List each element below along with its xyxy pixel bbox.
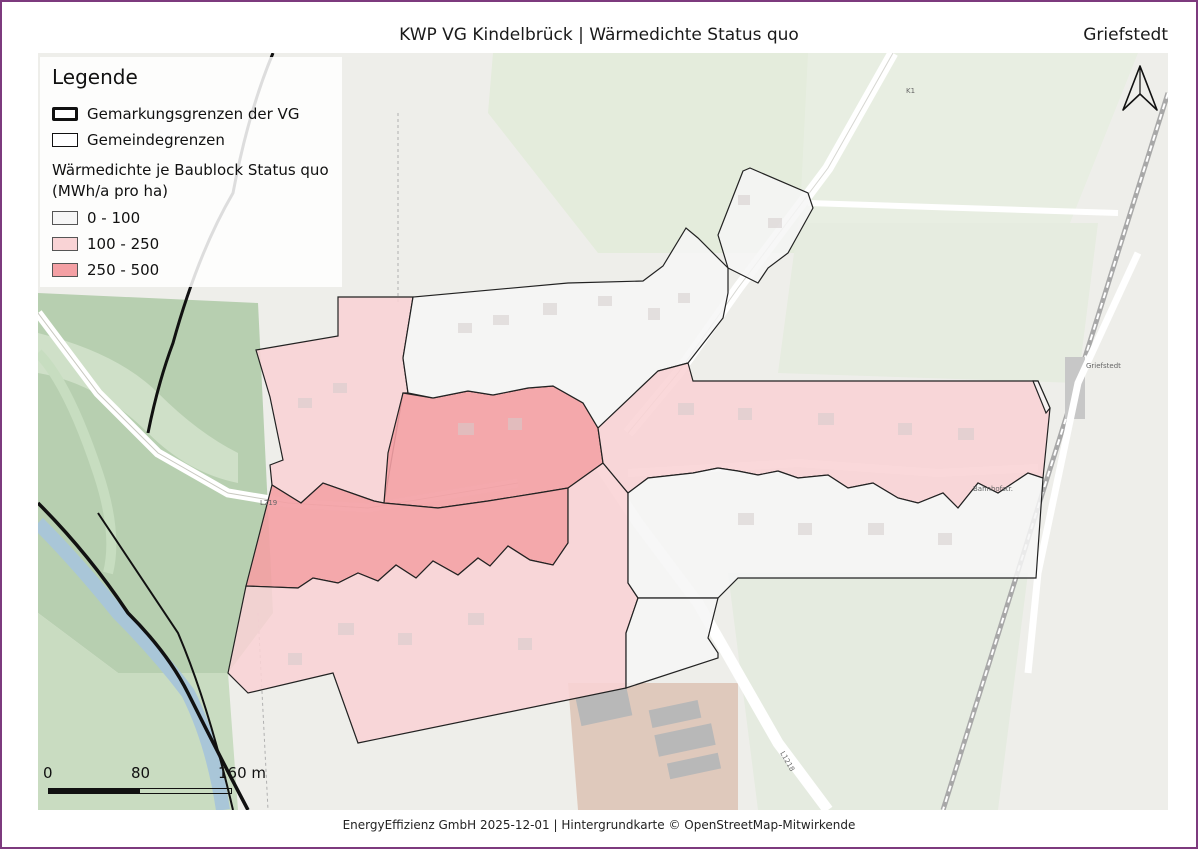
- scale-label-0: 0: [43, 764, 53, 782]
- legend-heading-unit: (MWh/a pro ha): [52, 182, 169, 200]
- legend-label: 100 - 250: [87, 235, 160, 253]
- road-field: [807, 200, 1119, 216]
- railway-dash: [942, 92, 1168, 810]
- farm-building: [654, 723, 716, 757]
- road-label: K1: [906, 87, 915, 95]
- meadow-west: [38, 333, 238, 483]
- scale-bar: [48, 788, 232, 794]
- place-name: Griefstedt: [1083, 25, 1168, 45]
- legend-panel: Legende Gemarkungsgrenzen der VG Gemeind…: [40, 57, 342, 287]
- road-east: [1024, 251, 1142, 674]
- legend-item-class-3: 250 - 500: [52, 261, 159, 279]
- legend-label: 0 - 100: [87, 209, 141, 227]
- river: [38, 518, 230, 810]
- map-title: KWP VG Kindelbrück | Wärmedichte Status …: [399, 25, 799, 45]
- scale-label-80: 80: [131, 764, 151, 782]
- legend-heading: Wärmedichte je Baublock Status quo: [52, 161, 329, 179]
- municipal-boundary-swatch: [52, 133, 78, 147]
- legend-label: Gemeindegrenzen: [87, 131, 225, 149]
- farm-building: [648, 699, 702, 729]
- legend-label: 250 - 500: [87, 261, 160, 279]
- building-footprints: [288, 195, 974, 665]
- road-label: Bahnhofstr.: [973, 485, 1013, 493]
- legend-item-class-2: 100 - 250: [52, 235, 159, 253]
- farm-building: [666, 752, 722, 780]
- block-southeast: [625, 597, 719, 689]
- legend-item-class-1: 0 - 100: [52, 209, 140, 227]
- heat-density-blocks: [227, 167, 1051, 744]
- map-credit: EnergyEffizienz GmbH 2025-12-01 | Hinter…: [342, 818, 856, 832]
- road-label: L219: [260, 499, 277, 507]
- scale-bar-segment: [49, 789, 140, 793]
- basemap: L219 L1218 K1 Bahnhofstr. Griefstedt: [38, 53, 1168, 810]
- block-edge: [1032, 380, 1051, 415]
- vg-boundary-swatch: [52, 107, 78, 121]
- block-south: [227, 462, 639, 744]
- field-southeast: [728, 573, 1028, 810]
- north-arrow-icon: [1122, 65, 1158, 111]
- road-label: Griefstedt: [1086, 362, 1121, 370]
- legend-item-municipal-boundary: Gemeindegrenzen: [52, 131, 225, 149]
- farm-building: [575, 687, 633, 727]
- class-3-swatch: [52, 263, 78, 277]
- scale-label-160: 160 m: [218, 764, 267, 782]
- field-east: [778, 223, 1098, 383]
- gemeinde-boundary: [97, 512, 234, 810]
- legend-item-vg-boundary: Gemarkungsgrenzen der VG: [52, 105, 299, 123]
- legend-title: Legende: [52, 65, 138, 89]
- class-1-swatch: [52, 211, 78, 225]
- class-2-swatch: [52, 237, 78, 251]
- legend-label: Gemarkungsgrenzen der VG: [87, 105, 300, 123]
- block-east-lower: [627, 467, 1044, 599]
- forest-southwest: [38, 613, 238, 810]
- river-meadow: [38, 349, 117, 575]
